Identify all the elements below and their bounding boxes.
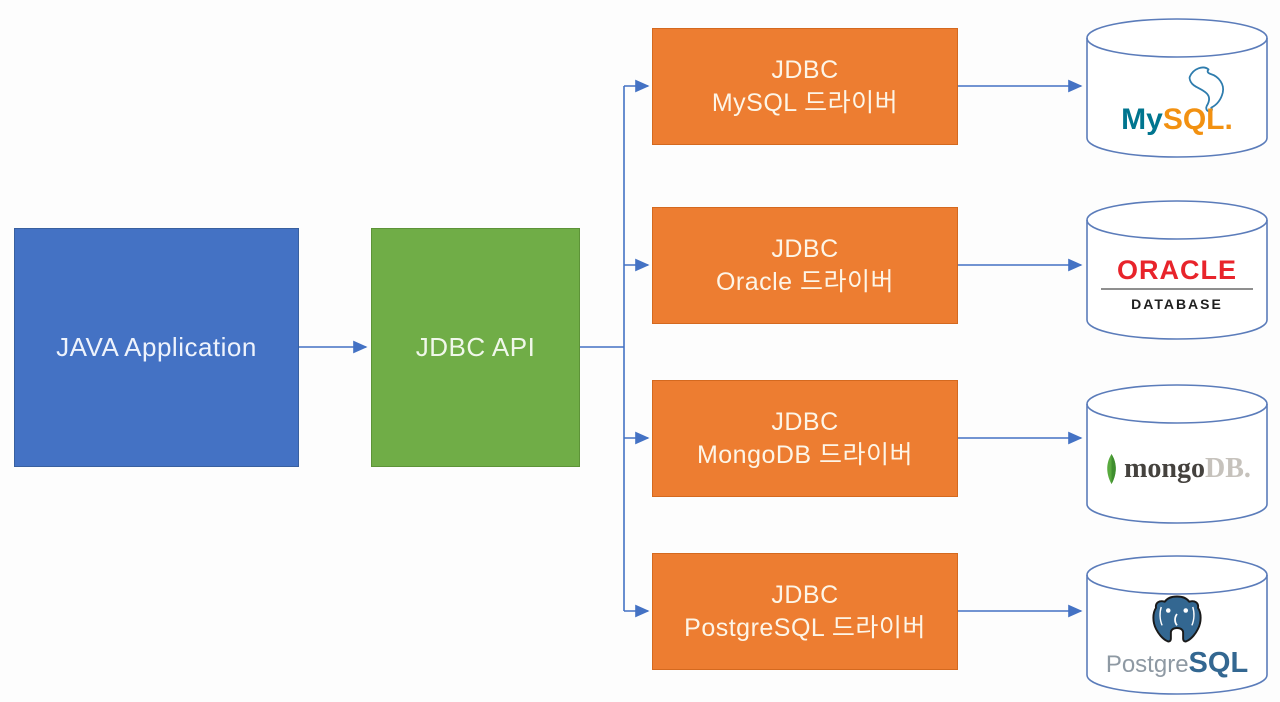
driver-box-postgresql-line1: JDBC — [771, 580, 839, 609]
driver-box-postgresql-line2: PostgreSQL 드라이버 — [684, 613, 926, 642]
mysql-wordmark-my: My — [1121, 103, 1163, 136]
mongodb-leaf-icon — [1107, 453, 1116, 485]
mongodb-wordmark-mongo: mongo — [1124, 453, 1205, 484]
database-cylinder-oracle: ORACLE DATABASE — [1085, 198, 1269, 340]
node-java-application-label: JAVA Application — [56, 332, 257, 362]
node-jdbc-api: JDBC API — [371, 228, 580, 467]
cylinder-shape — [1086, 18, 1268, 158]
cylinder-shape — [1086, 200, 1268, 340]
database-cylinder-mongodb: mongoDB. — [1085, 382, 1269, 524]
node-jdbc-api-label: JDBC API — [415, 332, 536, 362]
driver-box-mongodb-line1: JDBC — [771, 407, 839, 436]
mysql-wordmark-dot: . — [1224, 103, 1233, 136]
driver-box-mysql: JDBC MySQL 드라이버 — [652, 28, 958, 145]
mysql-logo: MySQL. — [1121, 65, 1233, 135]
cylinder-shape — [1086, 384, 1268, 524]
mongodb-wordmark-db: DB. — [1205, 453, 1251, 484]
driver-box-mysql-line1: JDBC — [771, 55, 839, 84]
mysql-dolphin-icon — [1188, 66, 1225, 113]
oracle-logo: ORACLE DATABASE — [1101, 256, 1253, 312]
oracle-divider — [1101, 288, 1253, 290]
oracle-wordmark: ORACLE — [1117, 255, 1237, 285]
postgresql-elephant-icon — [1152, 595, 1202, 642]
driver-box-mongodb: JDBC MongoDB 드라이버 — [652, 380, 958, 497]
driver-box-oracle-line1: JDBC — [771, 234, 839, 263]
driver-box-oracle: JDBC Oracle 드라이버 — [652, 207, 958, 324]
mysql-wordmark-sql: SQL — [1162, 103, 1225, 136]
node-java-application: JAVA Application — [14, 228, 299, 467]
mongodb-logo: mongoDB. — [1103, 453, 1251, 485]
driver-box-mongodb-line2: MongoDB 드라이버 — [696, 440, 914, 469]
mysql-wordmark: MySQL. — [1121, 105, 1233, 135]
database-cylinder-mysql: MySQL. — [1085, 16, 1269, 158]
postgresql-wordmark-postgre: Postgre — [1105, 650, 1189, 678]
driver-box-postgresql: JDBC PostgreSQL 드라이버 — [652, 553, 958, 670]
oracle-database-label: DATABASE — [1131, 296, 1223, 312]
mongodb-wordmark: mongoDB. — [1124, 453, 1251, 485]
driver-box-mysql-line2: MySQL 드라이버 — [711, 88, 899, 117]
driver-box-oracle-line2: Oracle 드라이버 — [715, 267, 895, 296]
postgresql-wordmark-sql: SQL — [1188, 646, 1249, 679]
